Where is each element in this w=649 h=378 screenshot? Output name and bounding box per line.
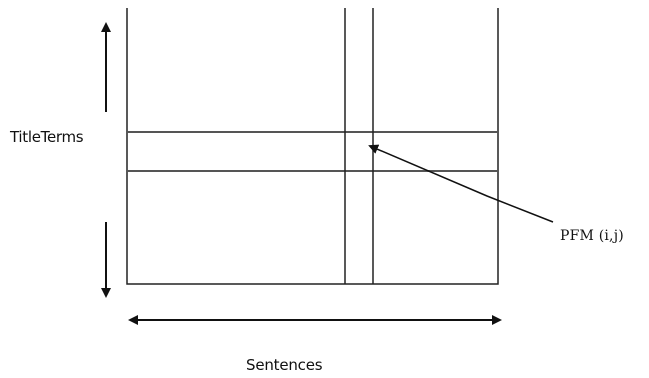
matrix-outline <box>126 8 499 285</box>
column-axis-label: Sentences <box>246 356 323 374</box>
row-axis-label: TitleTerms <box>10 128 84 146</box>
cell-label: PFM (i,j) <box>560 228 624 244</box>
cell-pointer-arrow <box>368 144 554 223</box>
